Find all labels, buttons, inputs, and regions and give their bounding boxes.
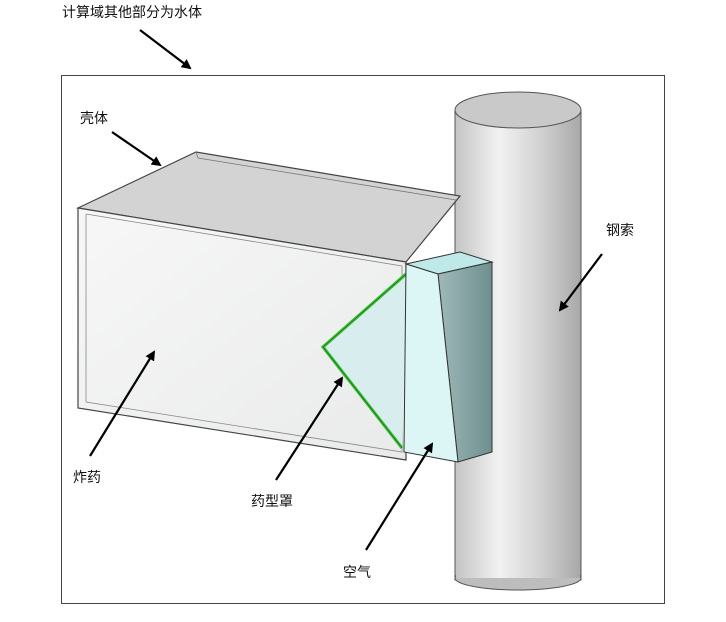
- air-block: [403, 251, 494, 463]
- shell-thickness-line: [85, 213, 403, 453]
- explosive-arrow: [89, 350, 156, 457]
- liner-cone: [320, 272, 408, 449]
- domain-note-label: 计算域其他部分为水体: [62, 5, 202, 21]
- air-label: 空气: [343, 565, 371, 581]
- liner-label: 药型罩: [251, 494, 293, 510]
- steel-cable-arrow: [558, 253, 603, 312]
- shell-label: 壳体: [80, 111, 108, 127]
- air-arrow: [365, 442, 434, 551]
- explosive-label: 炸药: [73, 470, 101, 486]
- liner-arrow: [275, 376, 344, 481]
- domain-note-arrow: [139, 29, 192, 70]
- computational-domain-frame: [61, 75, 665, 604]
- explosive-front-face: [77, 207, 407, 461]
- steel-cable-label: 钢索: [606, 223, 634, 239]
- shell-arrow: [111, 131, 162, 167]
